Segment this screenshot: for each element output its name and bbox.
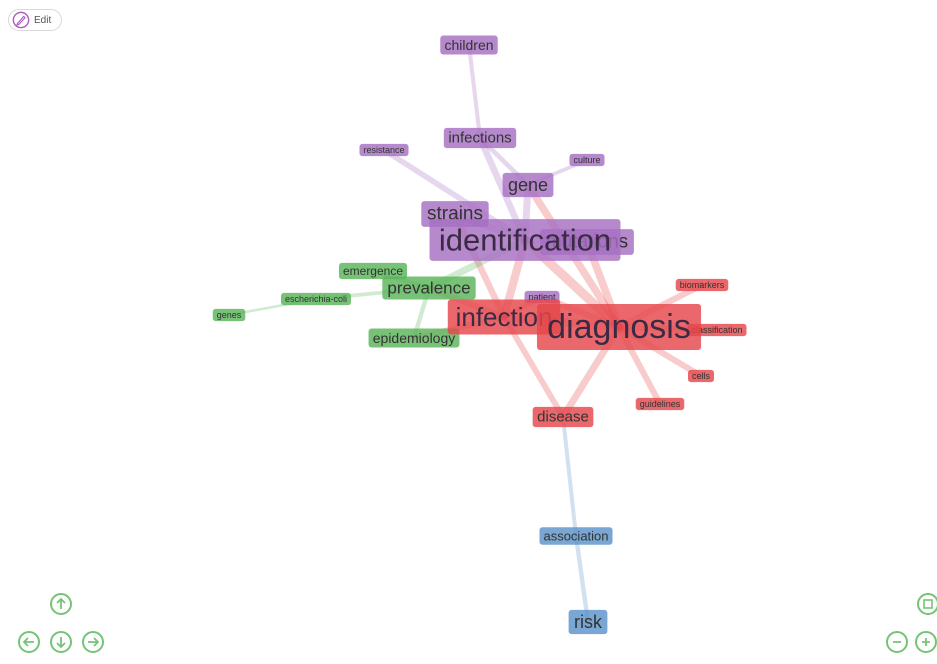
node-box: [502, 172, 554, 198]
node-label: infections: [448, 130, 511, 147]
node-label: cells: [692, 371, 711, 381]
node-label: genes: [217, 310, 242, 320]
node-genes[interactable]: genes: [212, 308, 246, 322]
arrow-down-icon: [56, 637, 66, 649]
edge-children-infections: [466, 42, 483, 141]
node-box: [536, 304, 702, 350]
node-epidemiology[interactable]: epidemiology: [368, 328, 460, 348]
node-identification[interactable]: identification: [429, 219, 621, 261]
pan-right-button[interactable]: [82, 631, 104, 653]
node-box: [382, 276, 476, 300]
node-classification[interactable]: classification: [687, 323, 747, 337]
node-disease[interactable]: disease: [532, 406, 594, 428]
zoom-in-button[interactable]: [915, 631, 937, 653]
pan-up-button[interactable]: [50, 593, 72, 615]
node-label: risk: [574, 612, 603, 632]
node-label: classification: [691, 325, 742, 335]
node-label: identification: [439, 223, 611, 258]
node-box: [440, 35, 498, 55]
node-label: disease: [537, 409, 589, 426]
node-label: epidemiology: [373, 330, 456, 346]
node-box: [569, 153, 605, 167]
node-label: guidelines: [640, 399, 681, 409]
node-box: [447, 299, 561, 335]
node-box: [635, 397, 685, 411]
node-label: infection: [456, 302, 553, 332]
edit-label: Edit: [34, 14, 52, 26]
node-infections[interactable]: infections: [443, 127, 517, 149]
node-label: association: [543, 529, 608, 544]
arrow-left-icon: [22, 637, 34, 647]
node-association[interactable]: association: [539, 527, 613, 545]
node-layer: children infections resistance culture genes…: [212, 35, 747, 635]
arrow-up-icon: [56, 597, 66, 609]
node-label: children: [444, 37, 493, 53]
node-resistance[interactable]: resistance: [359, 143, 409, 157]
node-biomarkers[interactable]: biomarkers: [675, 278, 729, 292]
node-box: [568, 609, 608, 635]
node-label: biomarkers: [680, 280, 725, 290]
node-prevalence[interactable]: prevalence: [382, 276, 476, 300]
zoom-out-button[interactable]: [886, 631, 908, 653]
node-box: [429, 219, 621, 261]
node-label: diagnosis: [547, 308, 691, 346]
node-box: [368, 328, 460, 348]
node-gene[interactable]: gene: [502, 172, 554, 198]
node-label: prevalence: [387, 279, 470, 298]
node-diagnosis[interactable]: diagnosis: [536, 304, 702, 350]
node-label: culture: [573, 155, 600, 165]
node-box: [212, 308, 246, 322]
node-box: [280, 292, 352, 306]
node-box: [687, 369, 715, 383]
node-box: [675, 278, 729, 292]
pan-left-button[interactable]: [18, 631, 40, 653]
node-emergence[interactable]: emergence: [338, 262, 408, 280]
node-cells[interactable]: cells: [687, 369, 715, 383]
edit-button[interactable]: Edit: [8, 9, 62, 31]
node-label: gene: [508, 175, 548, 195]
zoom-out-icon: [893, 641, 901, 643]
node-box: [443, 127, 517, 149]
node-children[interactable]: children: [440, 35, 498, 55]
edge-association-risk: [573, 533, 591, 625]
pencil-icon: [12, 11, 30, 29]
fit-icon: [923, 599, 933, 609]
zoom-in-icon: [922, 638, 930, 646]
node-box: [539, 527, 613, 545]
pan-down-button[interactable]: [50, 631, 72, 653]
node-box: [338, 262, 408, 280]
node-label: emergence: [343, 264, 403, 278]
node-guidelines[interactable]: guidelines: [635, 397, 685, 411]
arrow-right-icon: [88, 637, 100, 647]
edge-disease-association: [561, 415, 578, 538]
node-box: [687, 323, 747, 337]
node-culture[interactable]: culture: [569, 153, 605, 167]
node-label: escherichia-coli: [285, 294, 347, 304]
fit-button[interactable]: [917, 593, 937, 615]
node-infection[interactable]: infection: [447, 299, 561, 335]
node-box: [532, 406, 594, 428]
node-risk[interactable]: risk: [568, 609, 608, 635]
node-box: [359, 143, 409, 157]
node-label: resistance: [363, 145, 404, 155]
node-escherichia-coli[interactable]: escherichia-coli: [280, 292, 352, 306]
node-label: patient: [528, 292, 556, 302]
